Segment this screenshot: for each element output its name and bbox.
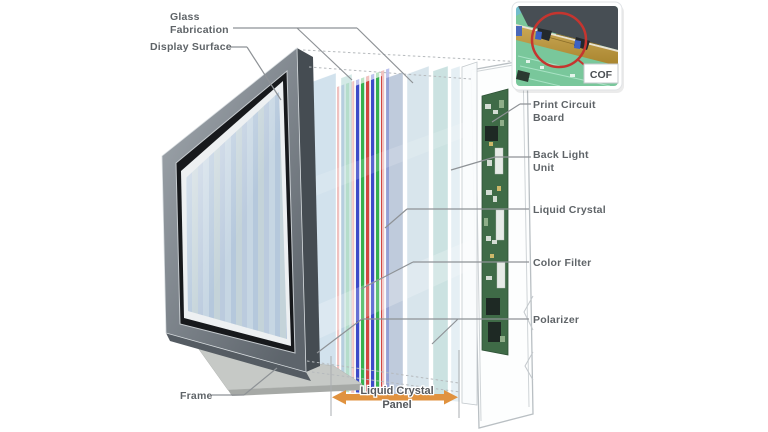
- pcb-components: [484, 100, 506, 342]
- projection-line-top-1: [302, 49, 525, 63]
- stack-sheen: [305, 240, 470, 345]
- label-display-surface: Display Surface: [150, 41, 232, 53]
- projection-line-bottom-1: [306, 360, 460, 384]
- screen: [186, 92, 287, 339]
- label-frame: Frame: [180, 390, 213, 402]
- leader-frame: [212, 367, 278, 396]
- layer-glass-substrate-rear: [406, 65, 430, 401]
- panel-span-annotation: Liquid Crystal Panel: [330, 350, 460, 418]
- leader-liquid-crystal: [384, 208, 529, 229]
- layer-print-circuit-board: [481, 88, 509, 356]
- layer-diffuser-sheet: [450, 65, 461, 403]
- leader-display-surface: [231, 46, 282, 101]
- component-labels: Glass Fabrication Display Surface Frame …: [150, 11, 606, 402]
- leader-color-filter: [360, 261, 529, 290]
- label-print-circuit-board: Print Circuit: [533, 99, 596, 111]
- label-liquid-crystal-panel-2: Panel: [382, 399, 411, 411]
- stack-sheen-2: [305, 120, 470, 200]
- label-glass-fabrication: Glass: [170, 11, 200, 23]
- leader-back-light-unit: [450, 156, 531, 171]
- layer-color-filter: [355, 76, 382, 395]
- label-back-light-unit: Back Light: [533, 149, 589, 161]
- leader-glass-fabrication: [233, 27, 414, 84]
- projection-line-top-2: [308, 66, 472, 80]
- layer-back-light-unit: [461, 61, 478, 406]
- frame-side-right: [297, 48, 320, 372]
- cof-caption: COF: [590, 69, 613, 81]
- label-glass-fabrication-2: Fabrication: [170, 24, 229, 36]
- leader-polarizer: [316, 318, 529, 354]
- layer-glass-substrate-front: [340, 73, 353, 392]
- frame-side-bottom: [166, 333, 311, 381]
- label-liquid-crystal-panel: Liquid Crystal: [360, 385, 433, 397]
- layer-polarizer-rear: [432, 65, 449, 402]
- monitor: [161, 47, 364, 396]
- span-arrow: [332, 390, 458, 405]
- cof-caption-box: [583, 63, 619, 84]
- label-print-circuit-board-2: Board: [533, 112, 564, 124]
- leader-print-circuit-board: [491, 103, 531, 123]
- label-liquid-crystal: Liquid Crystal: [533, 204, 606, 216]
- cof-highlight-circle: [530, 11, 588, 69]
- cof-inset: COF: [511, 1, 624, 93]
- label-color-filter: Color Filter: [533, 257, 591, 269]
- label-back-light-unit-2: Unit: [533, 162, 555, 174]
- label-polarizer: Polarizer: [533, 314, 579, 326]
